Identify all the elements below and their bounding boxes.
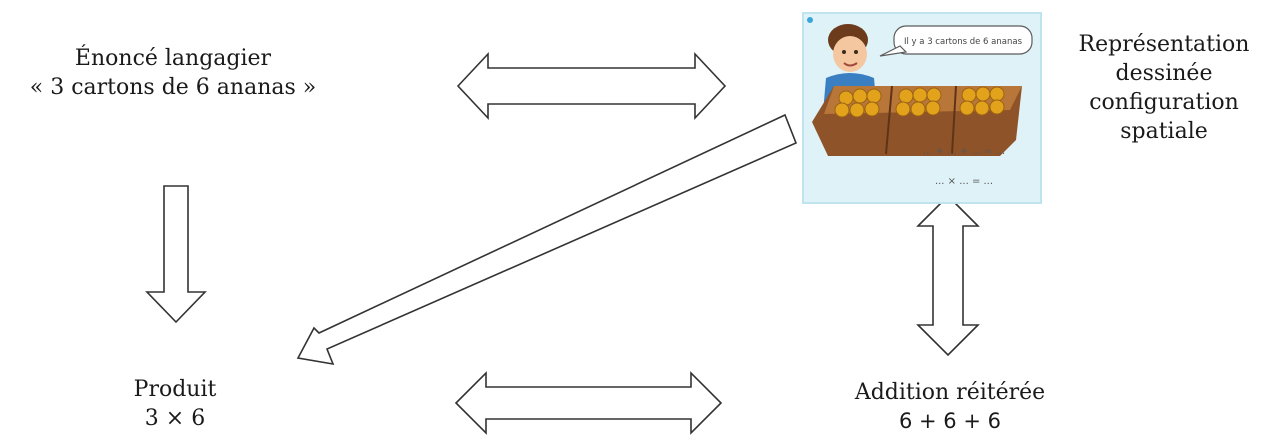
diagonal-arrow-representation-produit xyxy=(296,113,798,366)
speech-bubble xyxy=(893,25,1033,55)
double-arrow-produit-addition xyxy=(454,371,723,435)
produit-title: Produit xyxy=(133,377,217,402)
representation-line-2: dessinée xyxy=(1115,61,1213,86)
speech-bubble-text: Il y a 3 cartons de 6 ananas xyxy=(904,37,1023,47)
enonce-title: Énoncé langagier xyxy=(74,46,272,71)
representation-line-4: spatiale xyxy=(1120,119,1208,144)
boy-face xyxy=(833,36,867,72)
enonce-example: « 3 cartons de 6 ananas » xyxy=(29,75,317,100)
double-arrow-representation-addition xyxy=(916,194,980,357)
illustration-art: Il y a 3 cartons de 6 ananas ... + ... +… xyxy=(807,17,1033,187)
addition-label: Addition réitérée 6 + 6 + 6 xyxy=(800,378,1100,436)
addition-blank: ... + ... + ... = ... xyxy=(923,146,1005,157)
product-blank: ... × ... = ... xyxy=(935,176,993,187)
down-arrow-enonce-produit xyxy=(145,185,207,324)
representation-label: Représentation dessinée configuration sp… xyxy=(1052,30,1276,146)
produit-label: Produit 3 × 6 xyxy=(90,375,260,433)
produit-expression: 3 × 6 xyxy=(144,406,206,431)
representation-line-1: Représentation xyxy=(1078,32,1250,57)
representation-line-3: configuration xyxy=(1089,90,1239,115)
enonce-label: Énoncé langagier « 3 cartons de 6 ananas… xyxy=(8,44,338,102)
pineapples xyxy=(834,86,1005,118)
double-arrow-enonce-representation xyxy=(456,51,727,121)
textbook-illustration: Il y a 3 cartons de 6 ananas ... + ... +… xyxy=(802,12,1042,204)
addition-title: Addition réitérée xyxy=(854,380,1046,405)
addition-expression: 6 + 6 + 6 xyxy=(899,409,1001,433)
